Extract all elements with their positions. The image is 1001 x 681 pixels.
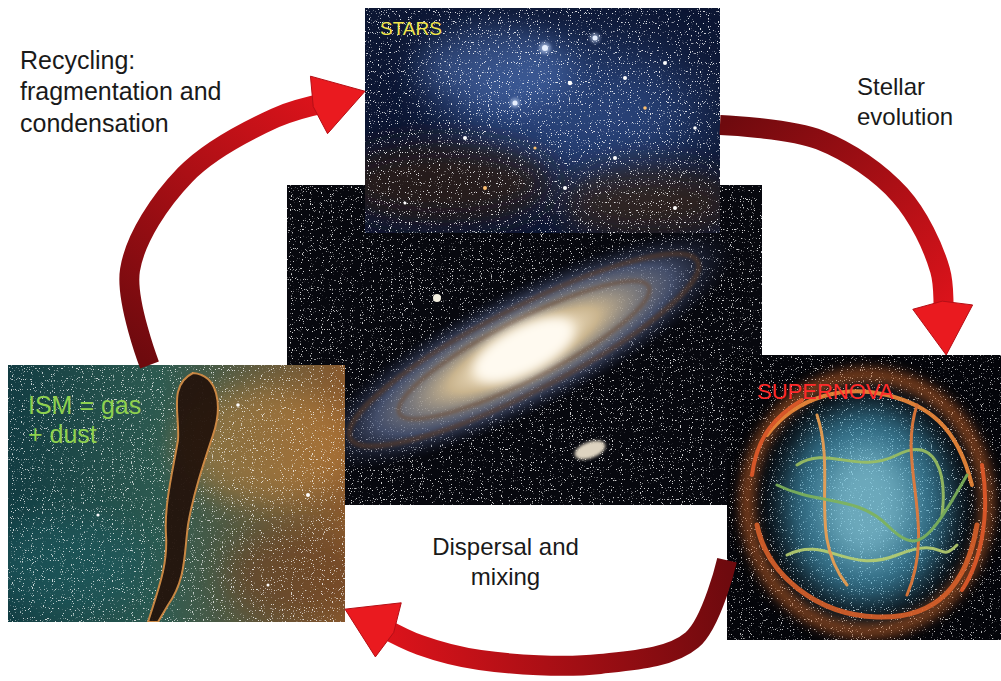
star <box>533 146 536 149</box>
bright-stars <box>96 403 310 586</box>
star-speckle <box>365 8 720 233</box>
dust-lane <box>331 224 717 476</box>
arrow-head <box>310 76 365 134</box>
filament <box>757 525 977 617</box>
star <box>643 106 647 110</box>
arrow-label: Stellar evolution <box>857 72 982 132</box>
star-glows <box>510 33 600 108</box>
arrow-body <box>720 125 943 315</box>
star <box>673 206 677 210</box>
label-holder: Recycling: fragmentation and condensatio… <box>20 45 235 139</box>
star <box>463 136 467 140</box>
supernova-photo <box>727 355 1001 640</box>
arrow-body <box>381 560 727 666</box>
star <box>563 186 567 190</box>
nebula-ground <box>8 365 345 622</box>
arrow-label: Dispersal and mixing <box>418 532 593 592</box>
bright-stars <box>404 36 697 211</box>
panel-title: SUPERNOVA <box>757 379 894 404</box>
dust-lane <box>386 260 663 441</box>
nebula-sky <box>365 8 720 233</box>
star <box>483 186 487 190</box>
ism-panel: ISM = gas + dust <box>8 365 345 622</box>
supernova-panel: SUPERNOVA <box>727 355 1001 640</box>
arrow-head <box>345 603 401 657</box>
star <box>306 493 310 497</box>
filament <box>777 475 967 541</box>
star <box>568 81 572 85</box>
star-speckle <box>8 365 345 622</box>
orange-stars <box>483 106 647 190</box>
star-glow <box>590 33 600 43</box>
cycle-arrow <box>720 125 973 355</box>
star-speckle <box>727 355 1001 640</box>
filament <box>907 405 919 595</box>
satellite-galaxy <box>572 437 608 463</box>
star <box>623 76 627 80</box>
dust-pillar <box>148 373 218 622</box>
panel-title: ISM = gas + dust <box>28 391 146 449</box>
galaxy-disk <box>286 188 761 512</box>
remnant-core <box>782 405 952 605</box>
remnant-shell <box>747 375 987 631</box>
galaxy-photo <box>286 185 762 512</box>
filament <box>962 465 985 590</box>
filaments <box>752 391 985 617</box>
filament <box>787 545 957 561</box>
arrow-body <box>129 103 326 365</box>
filament <box>797 450 943 515</box>
supernova-sky <box>727 355 1001 640</box>
star-field-panel: STARS <box>365 8 720 233</box>
arrow-head <box>913 301 973 355</box>
nebula-photo <box>0 365 368 622</box>
galaxy-core <box>464 304 584 397</box>
arrow-label: Recycling: fragmentation and condensatio… <box>20 45 235 139</box>
star-glow <box>510 98 520 108</box>
star <box>404 202 407 205</box>
star-glow <box>539 42 551 54</box>
spiral-galaxy <box>286 188 761 512</box>
star <box>693 126 697 130</box>
star <box>613 156 617 160</box>
label-holder: Dispersal and mixing <box>418 532 593 592</box>
filament <box>752 400 802 475</box>
star <box>663 61 667 65</box>
star <box>267 584 270 587</box>
star-cluster-photo <box>335 8 740 238</box>
satellite-galaxy <box>433 294 441 302</box>
star <box>236 403 240 407</box>
star <box>96 513 99 516</box>
panel-title: STARS <box>380 18 442 40</box>
label-holder: Stellar evolution <box>857 72 982 132</box>
